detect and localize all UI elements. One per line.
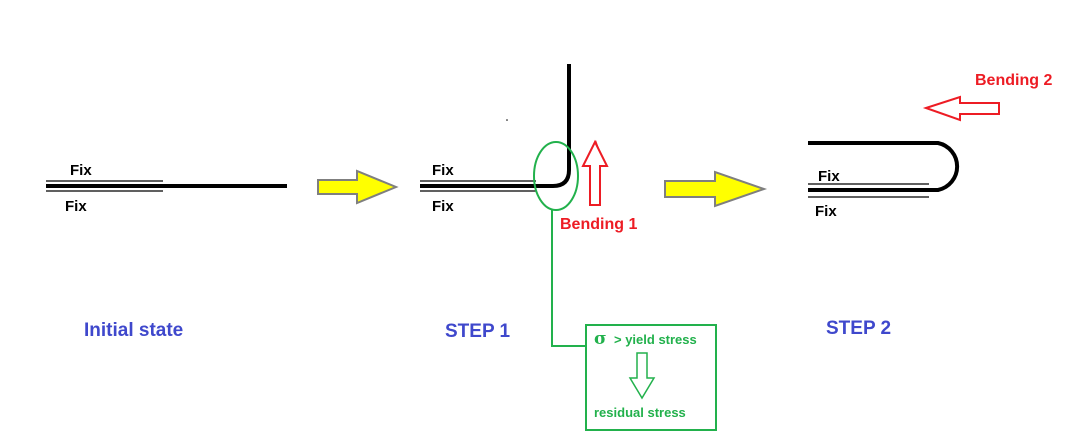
bend-zone-highlight	[533, 141, 579, 211]
fix-label-bottom: Fix	[432, 198, 454, 215]
step2-caption: STEP 2	[826, 318, 891, 339]
sigma-symbol: σ	[594, 329, 607, 349]
bending-1-arrow-body	[581, 139, 609, 206]
stress-leader-line	[551, 210, 586, 347]
transition-arrow-1	[317, 169, 399, 205]
down-arrow-icon	[628, 352, 656, 400]
step1-panel: Fix Fix Bending 1 STEP 1	[420, 64, 637, 342]
fix-label-top: Fix	[70, 162, 92, 179]
stress-box: σ > yield stress residual stress	[585, 324, 717, 431]
fix-label-top: Fix	[818, 168, 840, 185]
yield-stress-text: > yield stress	[614, 332, 697, 347]
sheet-folded-180	[808, 141, 960, 192]
bending-1-label: Bending 1	[560, 216, 637, 233]
initial-state-panel: Fix Fix Initial state	[46, 162, 287, 341]
bending-2-label: Bending 2	[975, 72, 1052, 89]
fix-label-top: Fix	[432, 162, 454, 179]
stress-box-border	[585, 324, 717, 431]
stray-dot	[506, 119, 508, 121]
bending-2-arrow	[922, 95, 1000, 122]
step1-caption: STEP 1	[445, 321, 511, 342]
fix-label-bottom: Fix	[65, 198, 87, 215]
fix-label-bottom: Fix	[815, 203, 837, 220]
initial-state-caption: Initial state	[84, 320, 183, 341]
sheet-bent-90	[420, 64, 571, 188]
transition-arrow-2	[664, 170, 768, 208]
residual-stress-text: residual stress	[594, 405, 686, 420]
step2-panel: Fix Fix Bending 2 STEP 2	[808, 72, 1052, 339]
